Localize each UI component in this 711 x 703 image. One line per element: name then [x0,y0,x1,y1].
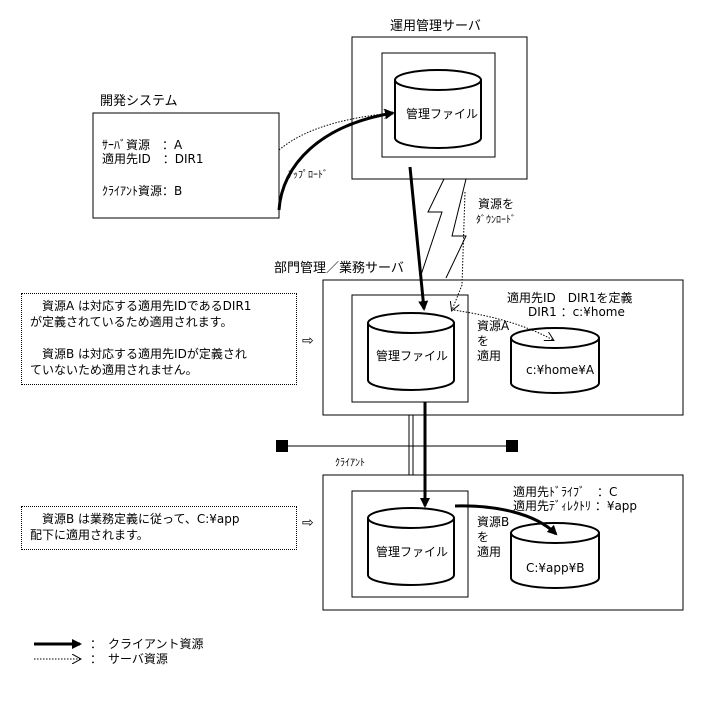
mgmt-file-cylinder [394,69,482,149]
note-client: 資源B は業務定義に従って、C:¥app 配下に適用されます。 [21,506,297,550]
download-client-arrow [408,166,429,311]
mgmt-server-title: 運用管理サーバ [390,19,481,34]
dept-mgmt-file-label: 管理ファイル [376,348,448,363]
dev-line-2: 適用先ID ：DIR1 [102,151,204,166]
client-box [322,474,684,611]
dept-info-1: 適用先ID DIR1を定義 [507,290,633,305]
download-server-arrow [452,191,466,310]
dev-line-4: ｸﾗｲｱﾝﾄ資源：B [102,184,182,198]
legend-server-label: ： サーバ資源 [90,652,168,666]
apply-a-line-3: 適用 [477,348,501,363]
download-label-1: 資源を [478,197,514,211]
client-mgmt-file-label: 管理ファイル [376,544,448,559]
arrow-right-icon: ⇨ [302,515,314,531]
client-info-1: 適用先ﾄﾞﾗｲﾌﾞ ：C [513,484,617,499]
client-info-2: 適用先ﾃﾞｨﾚｸﾄﾘ ：¥app [513,498,637,513]
dept-info-2: DIR1 ：c:¥home [528,305,625,319]
dept-server-title: 部門管理／業務サーバ [274,260,404,276]
apply-b-line-2: を [477,530,489,544]
dept-server-box [322,279,684,416]
apply-a-line-2: を [477,334,489,348]
apply-b-line-3: 適用 [477,544,501,559]
lan-terminator-left [276,440,288,452]
mgmt-server-inner-box [381,52,496,158]
dev-system-title: 開発システム [100,94,178,109]
dev-system-box [92,112,280,219]
dest-b-label: C:¥app¥B [526,561,585,575]
dev-line-1: ｻｰﾊﾞ資源 ：A [102,138,183,152]
network-lightning-icon [445,178,467,279]
client-inner-box [351,490,469,598]
apply-a-line-1: 資源A [477,319,510,333]
dept-server-inner-box [351,294,469,403]
note-dept-server: 資源A は対応する適用先IDであるDIR1 が定義されているため適用されます。 … [21,293,297,385]
arrow-right-icon: ⇨ [302,333,314,349]
network-lightning-icon [419,178,445,279]
dest-b-cylinder [510,522,600,589]
download-label-2: ﾀﾞｳﾝﾛｰﾄﾞ [476,214,516,226]
upload-client-arrow [277,109,395,211]
apply-b-arrow [454,504,558,536]
dest-a-label: c:¥home¥A [526,363,595,377]
upload-label: ｱｯﾌﾟﾛｰﾄﾞ [288,169,328,181]
client-mgmt-file-cylinder [367,507,455,586]
mgmt-file-label: 管理ファイル [406,106,478,121]
dept-mgmt-file-cylinder [367,312,455,391]
apply-a-arrow [453,309,553,340]
client-label: ｸﾗｲｱﾝﾄ [335,457,365,469]
dest-a-cylinder [510,327,600,394]
legend-client-label: ： クライアント資源 [90,637,204,651]
apply-b-line-1: 資源B [477,515,509,529]
mgmt-server-box [351,36,528,180]
lan-terminator-right [506,440,518,452]
